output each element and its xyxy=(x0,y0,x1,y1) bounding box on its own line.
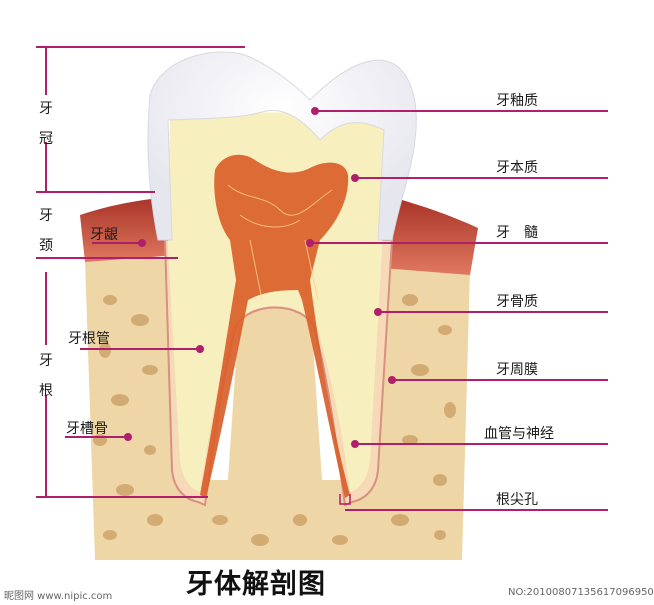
region-label-char: 颈 xyxy=(39,238,53,254)
watermark-right: NO:20100807135617096950 xyxy=(508,587,654,598)
apical-foramen-label: 根尖孔 xyxy=(496,492,538,508)
dentin-label: 牙本质 xyxy=(496,160,538,176)
vessels-nerves-label: 血管与神经 xyxy=(484,426,554,442)
region-label-char: 冠 xyxy=(39,131,53,147)
periodontal-membrane-label: 牙周膜 xyxy=(496,362,538,378)
enamel-label: 牙釉质 xyxy=(496,93,538,109)
neck-label: 牙颈 xyxy=(38,207,54,255)
root-canal-label: 牙根管 xyxy=(68,331,110,347)
leader-dots xyxy=(124,107,396,448)
region-label-char: 牙 xyxy=(39,353,53,369)
enamel xyxy=(147,51,417,241)
region-label-char: 牙 xyxy=(39,101,53,117)
crown-label: 牙冠 xyxy=(38,100,54,148)
gum xyxy=(382,198,478,275)
diagram-title: 牙体解剖图 xyxy=(186,569,326,600)
region-label-char: 牙 xyxy=(39,208,53,224)
inter-root-bone xyxy=(228,300,322,480)
gum-label: 牙龈 xyxy=(90,227,118,243)
leader-lines xyxy=(36,46,608,511)
watermark-left: 昵图网 www.nipic.com xyxy=(4,591,113,602)
apical-foramen-marker xyxy=(339,494,351,505)
alveolar-bone xyxy=(85,258,470,560)
pulp-vessels xyxy=(227,184,333,301)
root-label: 牙根 xyxy=(38,352,54,400)
pulp-label: 牙 髓 xyxy=(496,225,538,241)
region-label-char: 根 xyxy=(39,383,53,399)
alveolar-bone-label: 牙槽骨 xyxy=(66,421,108,437)
tooth-anatomy-diagram xyxy=(36,46,608,560)
cementum-label: 牙骨质 xyxy=(496,294,538,310)
